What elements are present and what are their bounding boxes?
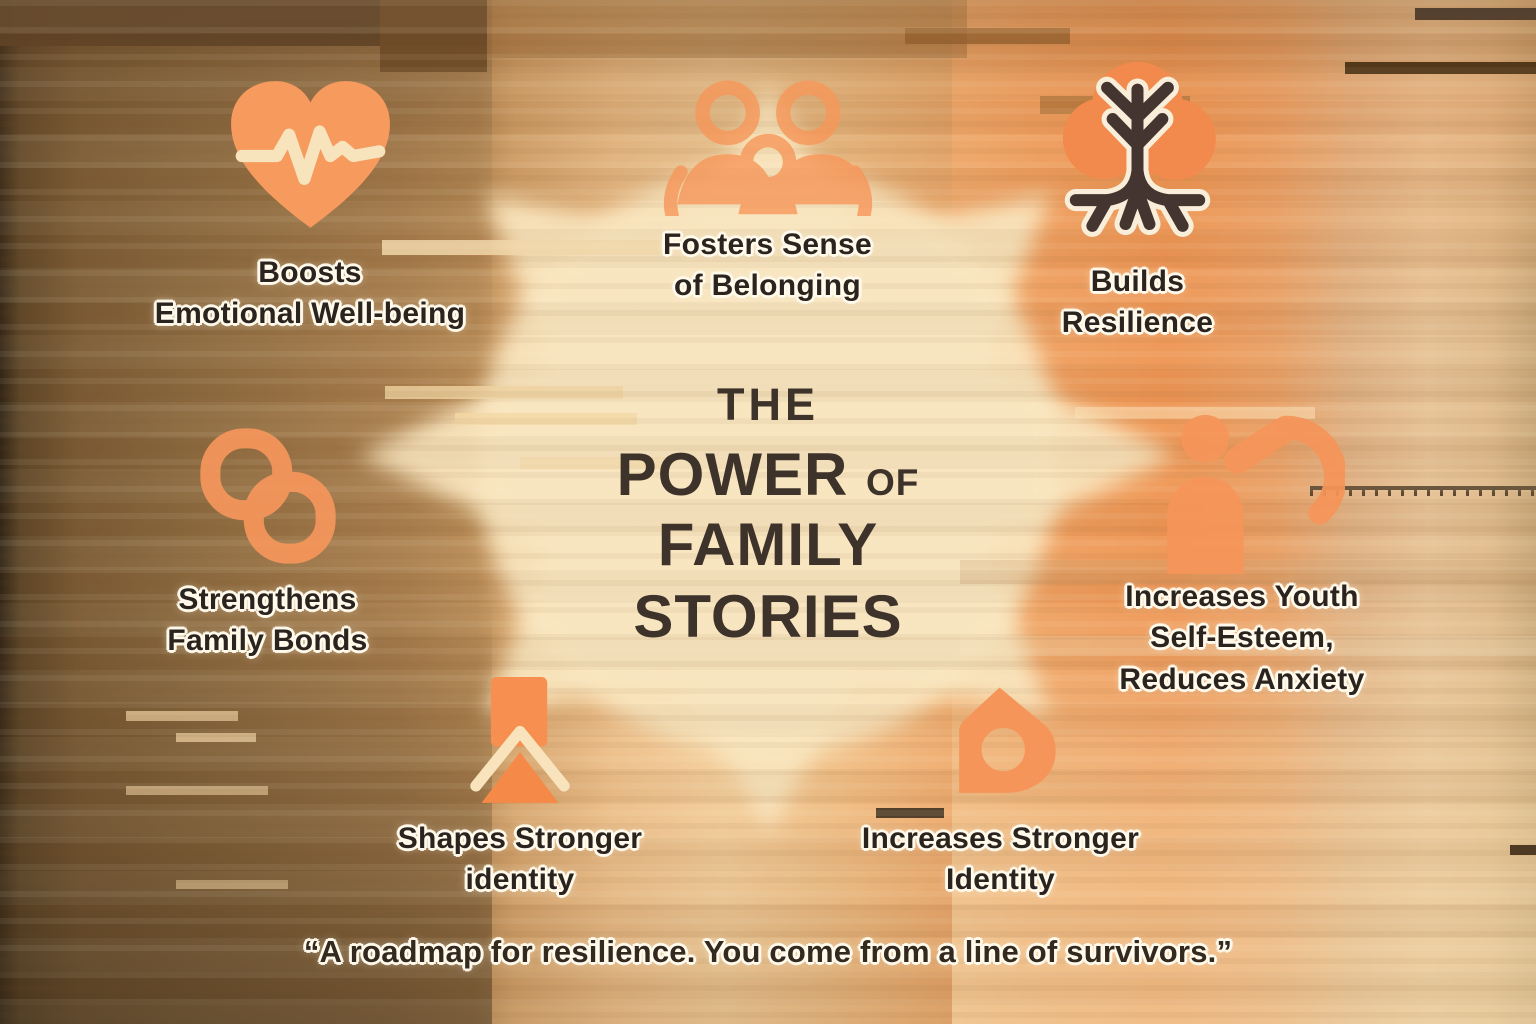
label-line: Increases Stronger [861,822,1140,855]
benefit-label: Increases Stronger Identity [862,818,1139,901]
glitch-bar [1075,407,1315,419]
benefit-label: Strengthens Family Bonds [167,579,367,662]
label-line: Strengthens [178,583,357,616]
glitch-bar [126,711,238,721]
benefit-label: Builds Resilience [1062,261,1213,344]
benefit-shapes-identity: Shapes Stronger identity [350,672,690,901]
benefit-stronger-identity: Increases Stronger Identity [808,676,1193,901]
glitch-bar [126,786,268,795]
ruler-glitch-line [1310,486,1536,496]
title-line-family: FAMILY [657,511,879,578]
glitch-bar [960,636,1536,656]
glitch-bar [176,880,288,889]
glitch-bar [1510,845,1536,855]
benefit-label: Fosters Sense of Belonging [663,224,872,307]
label-line: Shapes Stronger [397,822,643,855]
label-line: identity [465,863,575,897]
family-group-icon [663,80,872,216]
rooted-tree-icon [1062,61,1216,237]
glitch-bar [876,808,944,818]
glitch-bar [487,0,967,58]
chain-links-icon [199,428,336,564]
title-line-stories: STORIES [633,583,903,650]
glitch-bar [1345,62,1536,74]
flexing-person-icon [1166,414,1345,574]
benefit-youth-self-esteem: Increases Youth Self-Esteem, Reduces Anx… [1052,412,1432,700]
benefit-label: Increases Youth Self-Esteem, Reduces Anx… [1119,576,1364,700]
label-line: Emotional Well-being [154,297,466,331]
location-pin-icon [958,687,1056,793]
glitch-bar [455,413,637,425]
glitch-bar [905,28,1070,44]
glitch-bar [1415,8,1536,20]
benefit-label: Boosts Emotional Well-being [155,252,465,335]
benefit-label: Shapes Stronger identity [398,818,643,901]
label-line: Identity [945,863,1056,897]
label-line: of Belonging [674,269,861,303]
benefit-family-bonds: Strengthens Family Bonds [85,425,450,662]
benefit-builds-resilience: Builds Resilience [1020,52,1255,344]
page-title: THE POWER OF FAMILY STORIES [538,382,998,647]
title-line-the: THE [717,379,819,430]
benefit-sense-of-belonging: Fosters Sense of Belonging [600,68,935,307]
title-word-power: POWER [616,441,849,508]
label-line: Self-Esteem, [1150,621,1334,655]
glitch-bar [960,560,1536,584]
title-word-of: OF [865,462,920,503]
benefit-emotional-wellbeing: Boosts Emotional Well-being [90,72,530,335]
label-line: Builds [1090,265,1185,298]
label-line: Resilience [1061,306,1214,340]
glitch-bar [380,0,487,72]
glitch-bar [520,457,665,469]
label-line: Reduces Anxiety [1119,662,1365,696]
label-line: Boosts [258,256,362,289]
label-line: Fosters Sense [663,228,872,261]
glitch-bar [176,733,256,742]
label-line: Family Bonds [167,624,368,658]
glitch-bar [382,240,660,255]
heart-pulse-icon [230,81,390,228]
label-line: Increases Youth [1125,580,1359,613]
tent-mountain-icon [470,677,570,803]
glitch-bar [385,386,623,399]
quote-text: “A roadmap for resilience. You come from… [303,934,1233,969]
title-line-power-of: POWER OF [538,445,998,505]
